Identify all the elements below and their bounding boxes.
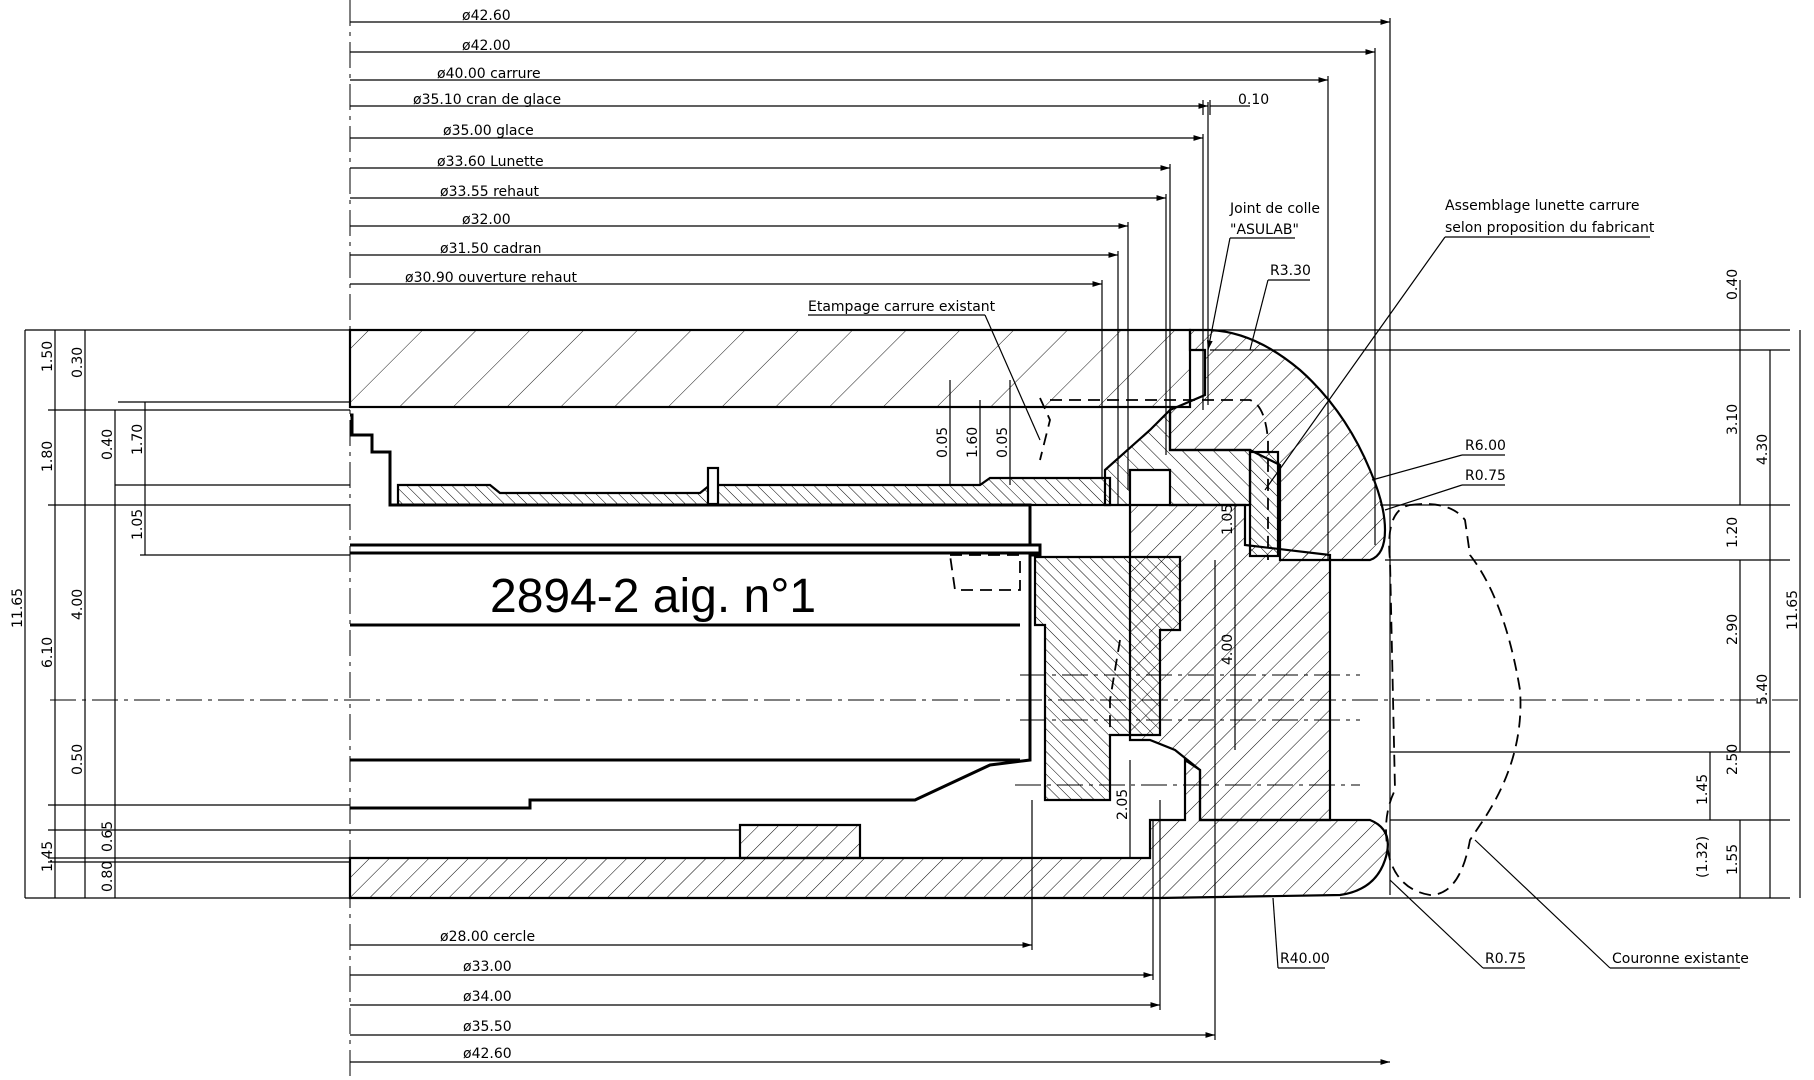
dim-vertical: 4.30 [1755,434,1771,465]
dim-vertical: 2.50 [1725,744,1741,775]
dim-vertical: 1.20 [1725,517,1741,548]
dim-vertical: 1.05 [130,509,146,540]
dim-label: ø33.00 [463,959,512,975]
dim-label: ø32.00 [462,212,511,228]
dial [396,476,1112,507]
dim-vertical: 3.10 [1725,404,1741,435]
crown [1385,503,1522,896]
dim-vertical: 2.90 [1725,614,1741,645]
dim-label: ø35.50 [463,1019,512,1035]
dim-label: ø31.50 cadran [440,241,541,257]
caseback [348,757,1389,900]
dim-vertical: 1.45 [40,841,56,872]
caseback-step [738,823,862,860]
dim-vertical: 1.60 [965,427,981,458]
dim-gap: 0.10 [1238,92,1269,108]
note-glue: Joint de colle [1229,201,1320,217]
dims-top: ø42.60 ø42.00 ø40.00 carrure ø35.10 cran… [350,8,1391,895]
dim-vertical: 1.05 [1220,504,1236,535]
dim-vertical: 1.55 [1725,844,1741,875]
dim-vertical: 4.00 [1220,634,1236,665]
dim-label: ø42.60 [462,8,511,24]
dim-label: ø30.90 ouverture rehaut [405,270,577,286]
glass [348,328,1192,409]
gasket [1248,450,1280,558]
dim-vertical: 0.50 [70,744,86,775]
dim-vertical: 11.65 [1785,590,1801,630]
dim-vertical: 5.40 [1755,674,1771,705]
note-r600: R6.00 [1465,438,1506,454]
dim-vertical: (1.32) [1695,836,1711,878]
annotations: Joint de colle "ASULAB" Assemblage lunet… [808,198,1749,969]
note-r075: R0.75 [1465,468,1506,484]
note-assembly: selon proposition du fabricant [1445,220,1655,236]
dim-vertical: 0.05 [995,427,1011,458]
dims-left: 11.65 1.50 1.80 6.10 1.45 0.30 0.40 4.00… [10,329,740,899]
dim-vertical: 4.00 [70,589,86,620]
note-etampage: Etampage carrure existant [808,299,996,315]
dim-label: ø40.00 carrure [437,66,541,82]
dim-label: ø35.00 glace [443,123,534,139]
dim-label: ø42.60 [463,1046,512,1062]
dims-bottom: ø28.00 cercle ø33.00 ø34.00 ø35.50 ø42.6… [350,560,1390,1065]
dim-vertical: 2.05 [1115,789,1131,820]
dim-vertical: 1.80 [40,441,56,472]
dim-label: ø35.10 cran de glace [413,92,561,108]
note-assembly: Assemblage lunette carrure [1445,198,1640,214]
dims-middle: 0.05 1.60 0.05 1.05 4.00 2.05 [935,380,1236,858]
hand-pin [706,466,720,506]
note-crown: Couronne existante [1612,951,1749,967]
dim-label: ø42.00 [462,38,511,54]
note-r4000: R40.00 [1280,951,1330,967]
dim-vertical: 1.45 [1695,774,1711,805]
dim-vertical: 1.50 [40,341,56,372]
dim-vertical: 6.10 [40,637,56,668]
note-r075: R0.75 [1485,951,1526,967]
part-label: 2894-2 aig. n°1 [490,570,816,623]
dim-label: ø28.00 cercle [440,929,535,945]
dim-vertical: 0.40 [100,429,116,460]
dim-label: ø34.00 [463,989,512,1005]
movement-ring [1033,555,1182,802]
section-view [50,0,1800,1078]
dim-vertical: 0.40 [1725,269,1741,300]
dim-vertical: 0.05 [935,427,951,458]
dim-vertical: 0.30 [70,347,86,378]
note-glue: "ASULAB" [1230,222,1299,238]
dim-vertical: 0.65 [100,821,116,852]
note-r330: R3.30 [1270,263,1311,279]
dim-label: ø33.60 Lunette [437,154,544,170]
dims-right: 0.40 3.10 4.30 1.20 2.90 5.40 2.50 1.45 … [1210,269,1801,899]
dim-vertical: 11.65 [10,588,26,628]
dim-vertical: 0.80 [100,861,116,892]
dim-vertical: 1.70 [130,424,146,455]
dim-label: ø33.55 rehaut [440,184,539,200]
